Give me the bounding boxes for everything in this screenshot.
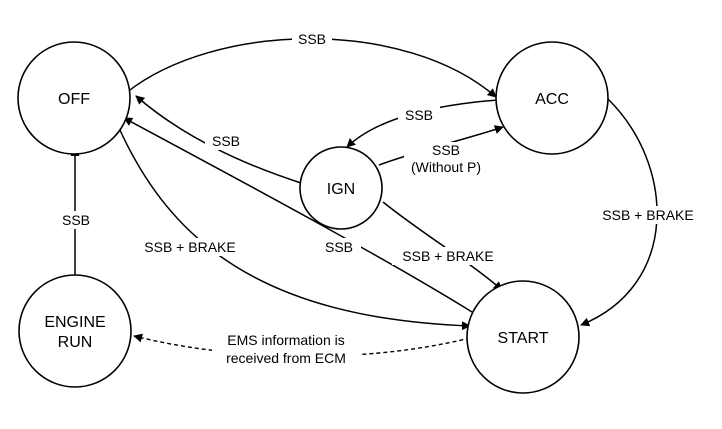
edge-label-ign-to-start: SSB + BRAKE	[402, 248, 493, 264]
state-start-circle	[466, 280, 580, 394]
state-acc-label: ACC	[535, 91, 569, 108]
edge-label-engine-run-to-off: SSB	[62, 212, 90, 228]
edge-start-to-engine-run	[133, 333, 471, 357]
edge-label-bg	[597, 206, 699, 224]
state-ign-label: IGN	[327, 181, 355, 198]
edge-label-bg	[392, 247, 504, 265]
state-start-label: START	[498, 330, 549, 347]
edge-off-to-start	[118, 127, 471, 331]
edge-label-start-to-engine-run-line2: received from ECM	[226, 350, 346, 366]
edge-label-start-to-off: SSB	[325, 239, 353, 255]
edge-label-bg	[212, 330, 360, 368]
edge-label-acc-to-start: SSB + BRAKE	[602, 207, 693, 223]
edge-label-bg	[398, 106, 440, 124]
edge-label-bg	[55, 211, 97, 229]
edge-label-ign-to-acc-line2: (Without P)	[411, 159, 481, 175]
edge-label-off-to-acc: SSB	[298, 31, 326, 47]
state-engine-run-label-line2: RUN	[58, 334, 93, 351]
edge-label-acc-to-ign: SSB	[405, 107, 433, 123]
state-engine-run-circle	[18, 274, 132, 388]
edge-label-ign-to-acc-line1: SSB	[432, 142, 460, 158]
edge-label-off-to-start: SSB + BRAKE	[144, 239, 235, 255]
edge-ign-to-start	[382, 201, 503, 291]
edge-label-bg	[317, 238, 361, 256]
edge-label-bg	[404, 142, 488, 176]
edge-label-bg	[292, 30, 332, 48]
edge-label-ign-to-off: SSB	[212, 133, 240, 149]
state-acc-circle	[495, 41, 609, 155]
state-off-label: OFF	[58, 91, 90, 108]
edge-label-bg	[205, 132, 247, 150]
edge-start-to-off	[123, 117, 473, 313]
state-off-circle	[17, 41, 131, 155]
edge-label-start-to-engine-run-line1: EMS information is	[227, 332, 344, 348]
edge-label-bg	[136, 238, 246, 256]
state-ign-circle	[299, 146, 383, 230]
state-engine-run-label-line1: ENGINE	[44, 314, 105, 331]
